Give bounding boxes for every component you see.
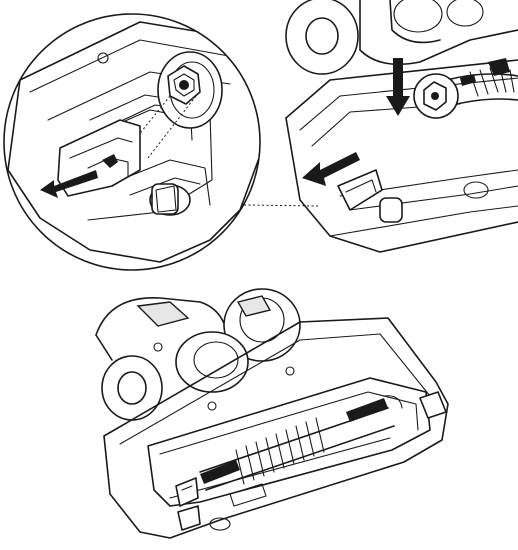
pull-left-arrow-icon bbox=[302, 152, 360, 186]
pull-left-arrow-icon-zoom bbox=[40, 170, 98, 198]
large-wheel bbox=[285, 0, 359, 75]
zoom-circle-border bbox=[3, 13, 261, 271]
swivel-cap bbox=[136, 301, 190, 327]
top-right-detail-panel bbox=[285, 0, 518, 253]
bottom-nozzle-panel bbox=[95, 288, 449, 539]
roller-brush-top bbox=[460, 58, 515, 97]
release-tab-arrow-icon bbox=[102, 154, 118, 168]
end-clip-right bbox=[419, 391, 447, 419]
center-port bbox=[175, 331, 249, 393]
brush-chamber bbox=[147, 377, 431, 507]
down-arrow-icon bbox=[386, 58, 410, 116]
roller-brush-icon bbox=[199, 395, 403, 491]
nozzle-body bbox=[103, 317, 449, 539]
connector-line bbox=[243, 204, 321, 207]
screw-hole bbox=[97, 52, 109, 64]
wheel-icon bbox=[101, 355, 163, 421]
zoom-circle-panel bbox=[3, 13, 261, 271]
small-wheel-right bbox=[379, 197, 403, 223]
end-clip-left bbox=[175, 477, 199, 507]
